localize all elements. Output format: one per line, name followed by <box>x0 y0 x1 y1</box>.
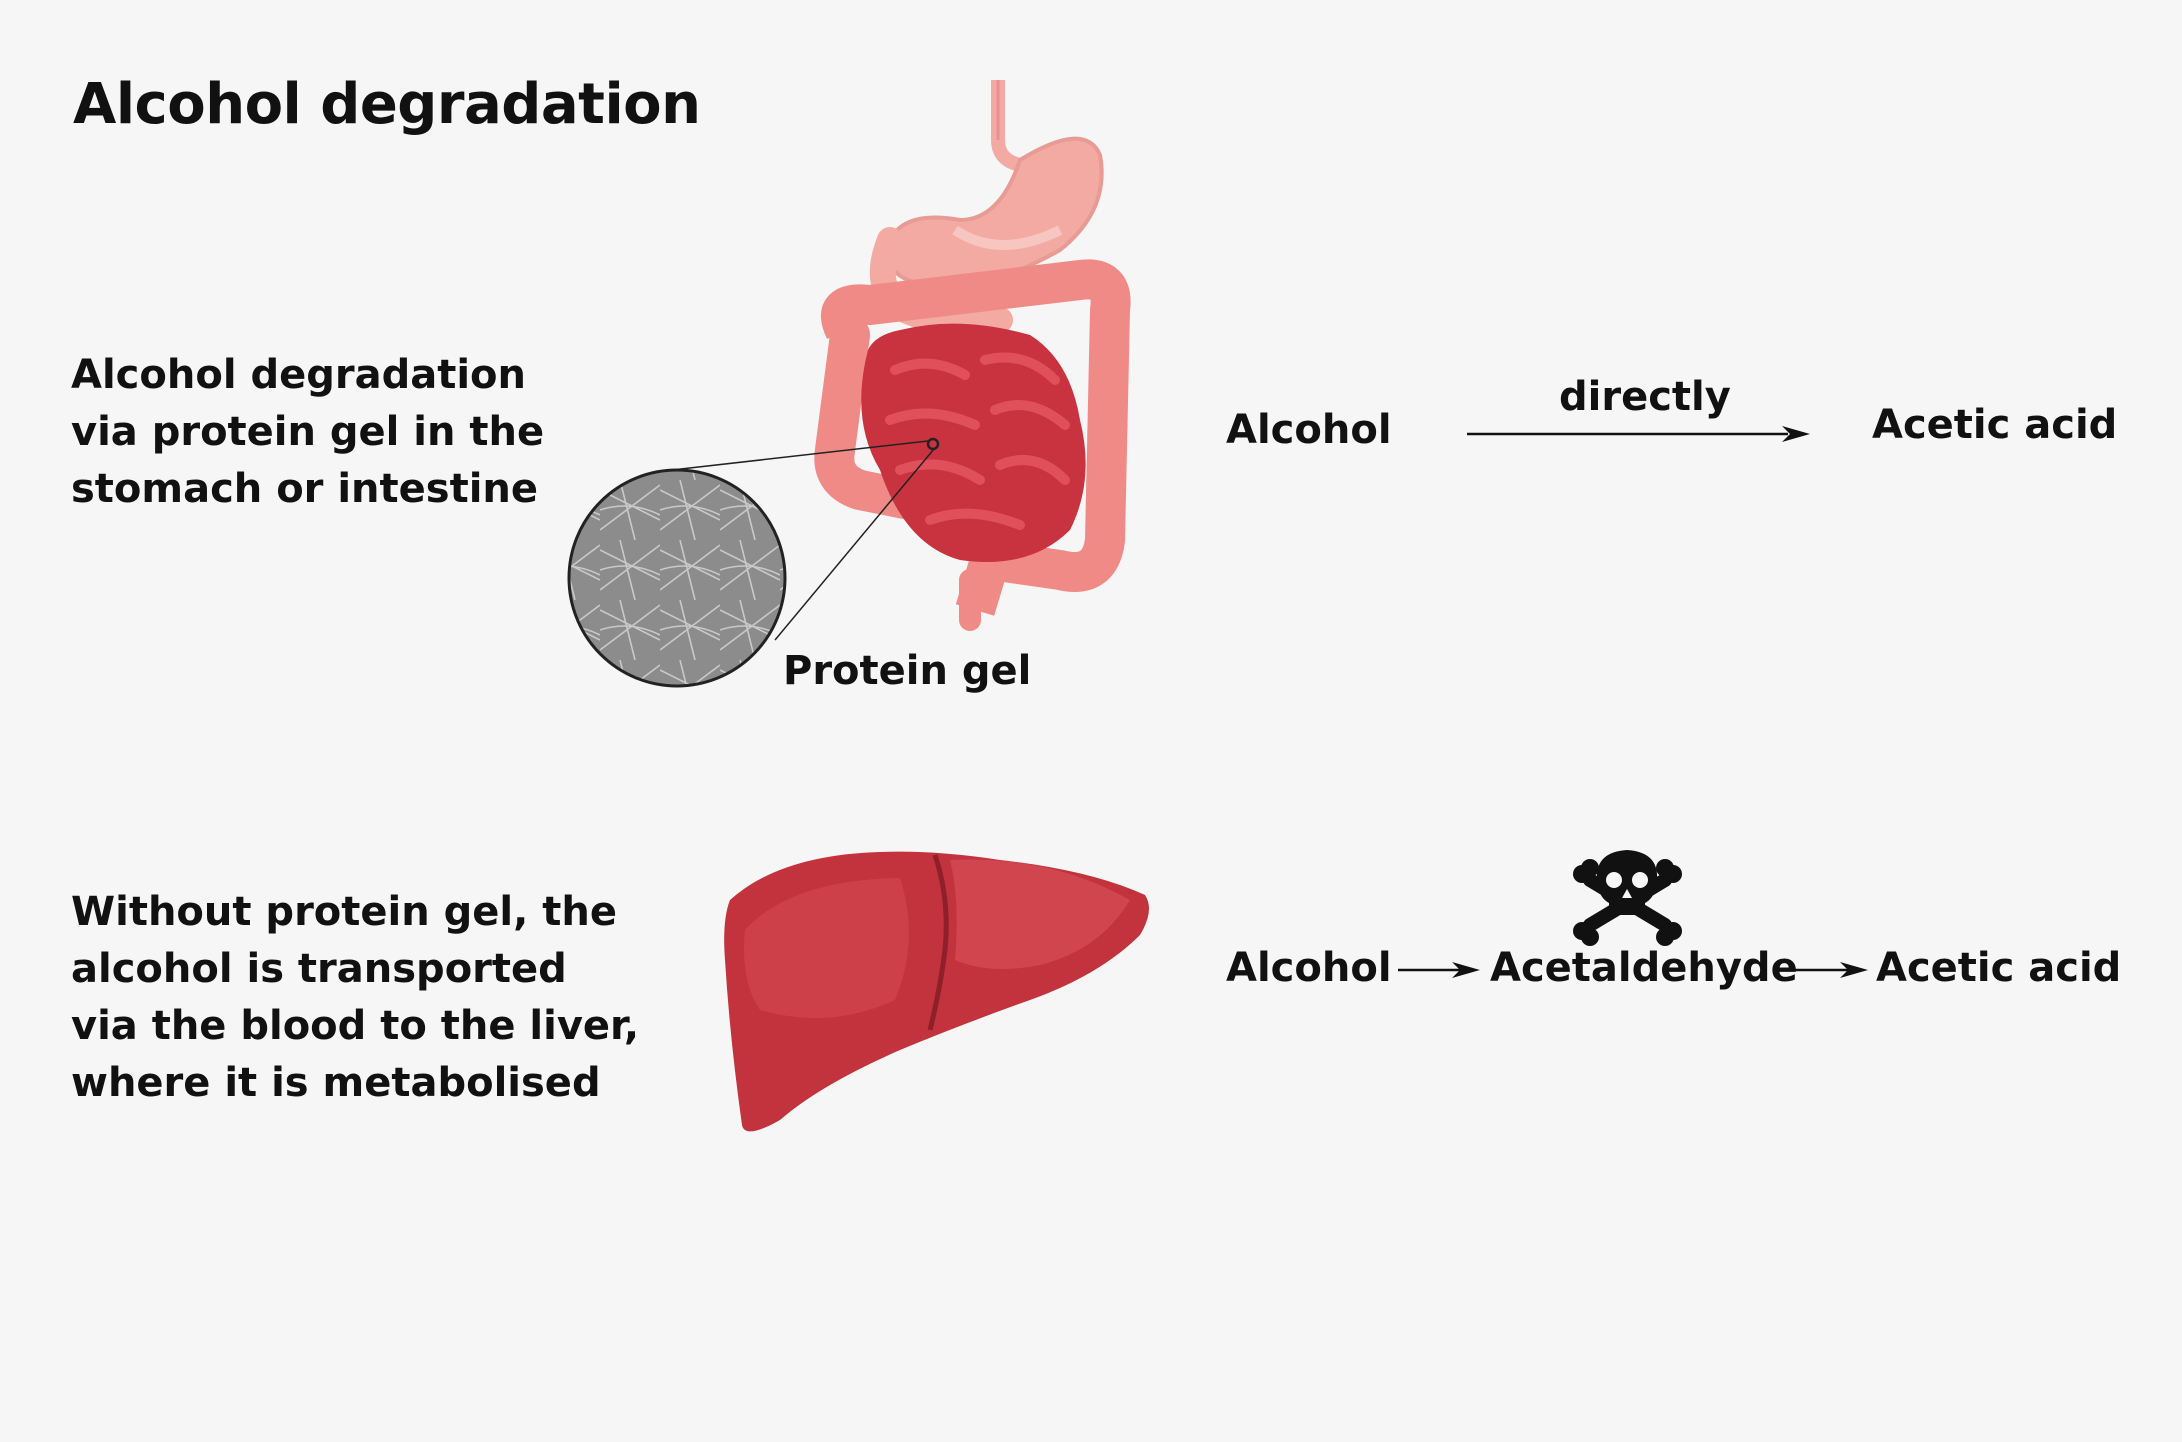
pathway-arrows <box>1398 426 1868 978</box>
gel-description: Alcohol degradation via protein gel in t… <box>71 352 545 512</box>
pathway1-alcohol: Alcohol <box>1226 407 1392 453</box>
page-title: Alcohol degradation <box>73 72 701 137</box>
liver-description: Without protein gel, the alcohol is tran… <box>71 889 640 1106</box>
pathway2-alcohol: Alcohol <box>1226 945 1392 991</box>
pathway2-acetic-acid: Acetic acid <box>1876 945 2122 991</box>
liver-illustration <box>724 851 1149 1132</box>
protein-gel-label: Protein gel <box>783 648 1032 694</box>
protein-gel-inset <box>567 468 787 688</box>
skull-crossbones-icon <box>1573 850 1682 946</box>
small-intestine-shape <box>861 323 1086 562</box>
pathway1-acetic-acid: Acetic acid <box>1872 402 2118 448</box>
digestive-tract-illustration <box>567 80 1131 688</box>
pathway1-directly-label: directly <box>1559 374 1731 420</box>
pathway2-acetaldehyde: Acetaldehyde <box>1490 945 1798 991</box>
large-intestine-shape <box>821 259 1131 616</box>
